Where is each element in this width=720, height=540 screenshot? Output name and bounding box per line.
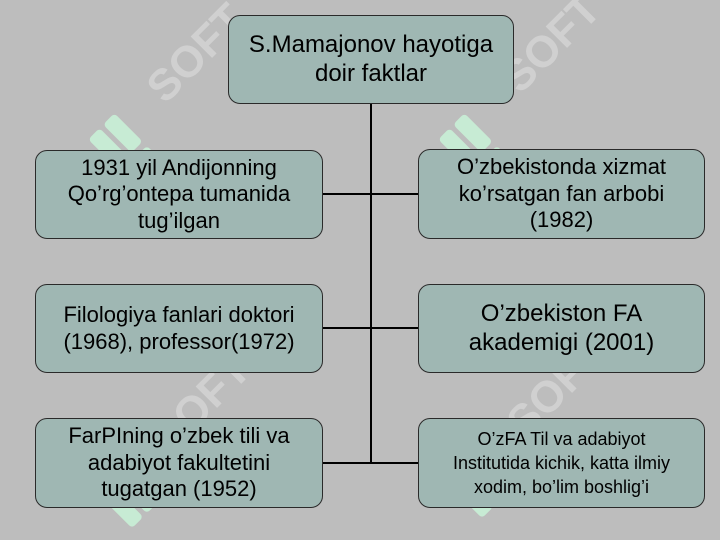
right-node-honor: O’zbekistonda xizmat ko’rsatgan fan arbo… xyxy=(418,149,705,239)
left-node-birth: 1931 yil Andijonning Qo’rg’ontepa tumani… xyxy=(35,150,323,239)
left-node-degree: Filologiya fanlari doktori (1968), profe… xyxy=(35,284,323,373)
left-node-education: FarPIning o’zbek tili va adabiyot fakult… xyxy=(35,418,323,508)
root-node: S.Mamajonov hayotiga doir faktlar xyxy=(228,15,514,104)
right-node-institute: O’zFA Til va adabiyot Institutida kichik… xyxy=(418,418,705,508)
right-node-academician: O’zbekiston FA akademigi (2001) xyxy=(418,284,705,373)
